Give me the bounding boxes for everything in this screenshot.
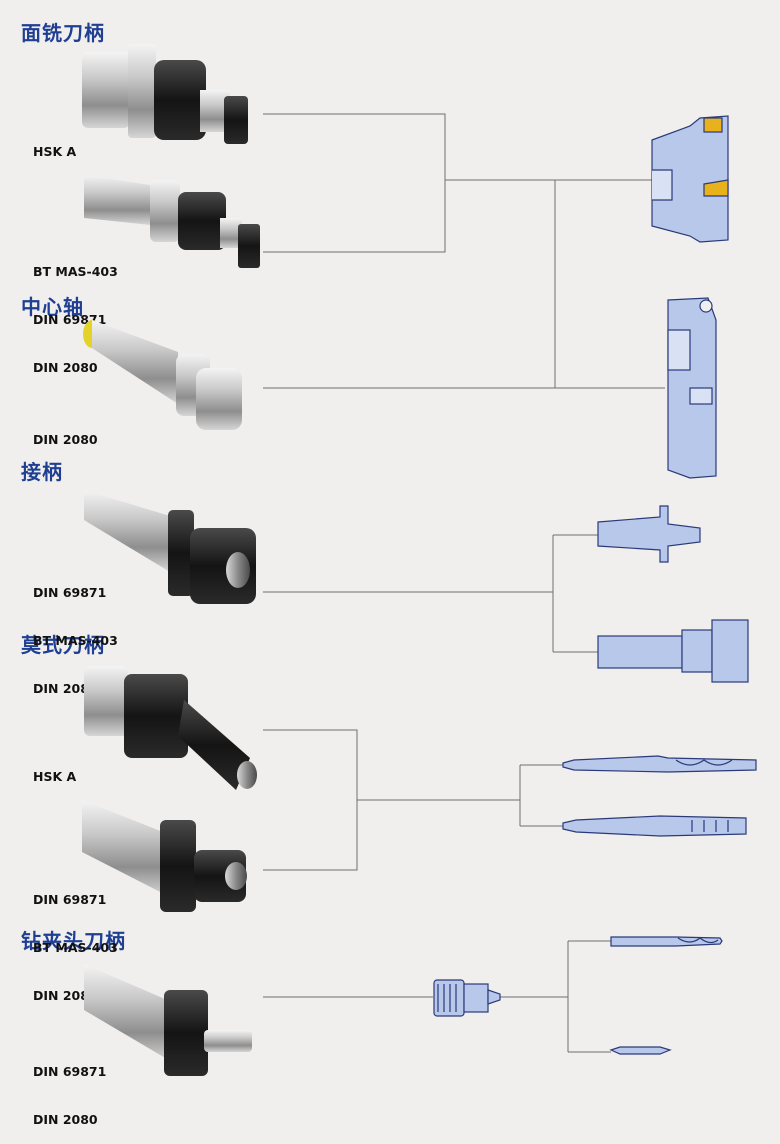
heading-adapter: 接柄 [21, 460, 63, 484]
face-mill-holder-hsk-image [82, 44, 248, 144]
drill-chuck-holder-image [84, 964, 252, 1076]
standard-label: DIN 69871 [33, 892, 107, 907]
standard-label-group: HSK A [33, 112, 76, 176]
standard-label: DIN 2080 [33, 360, 98, 375]
heading-morse-holder: 莫式刀柄 [21, 633, 105, 657]
morse-holder-hsk-image [84, 666, 257, 790]
face-mill-holder-bt-image [84, 175, 260, 268]
standard-label: DIN 2080 [33, 1112, 98, 1127]
standard-label: DIN 2080 [33, 432, 98, 447]
standard-label-group: HSK A [33, 737, 76, 801]
standard-label: BT MAS-403 [33, 633, 118, 648]
standard-label-group: BT MAS-403 DIN 69871 DIN 2080 [33, 232, 118, 392]
standard-label: DIN 69871 [33, 585, 107, 600]
face-mill-cutter-drawing [651, 115, 729, 243]
standard-label: BT MAS-403 [33, 940, 118, 955]
catalog-artwork [82, 44, 757, 1076]
standard-label: HSK A [33, 769, 77, 784]
heading-center-arbor: 中心轴 [21, 295, 84, 319]
taper-shank-drill-drawing [562, 755, 757, 773]
taper-shank-reamer-drawing [562, 815, 747, 837]
adapter-image [84, 490, 256, 604]
standard-label-group: DIN 69871 BT MAS-403 DIN 2080 [33, 553, 118, 713]
standard-label-group: DIN 2080 [33, 400, 98, 464]
extension-arbor-drawing [597, 619, 749, 683]
standard-label: BT MAS-403 [33, 264, 118, 279]
center-drill-drawing [609, 1046, 672, 1055]
shell-end-mill-drawing [667, 297, 717, 479]
heading-drill-chuck-holder: 钻夹头刀柄 [21, 929, 126, 953]
standard-label: DIN 69871 [33, 1064, 107, 1079]
heading-face-mill-holder: 面铣刀柄 [21, 21, 105, 45]
morse-holder-bt-image [82, 800, 247, 912]
drill-chuck-drawing [433, 979, 501, 1017]
standard-label: HSK A [33, 144, 77, 159]
straight-drill-drawing [610, 936, 723, 947]
connector-lines [263, 113, 665, 1053]
center-arbor-image [83, 320, 242, 430]
taper-shank-drawing [597, 505, 701, 563]
